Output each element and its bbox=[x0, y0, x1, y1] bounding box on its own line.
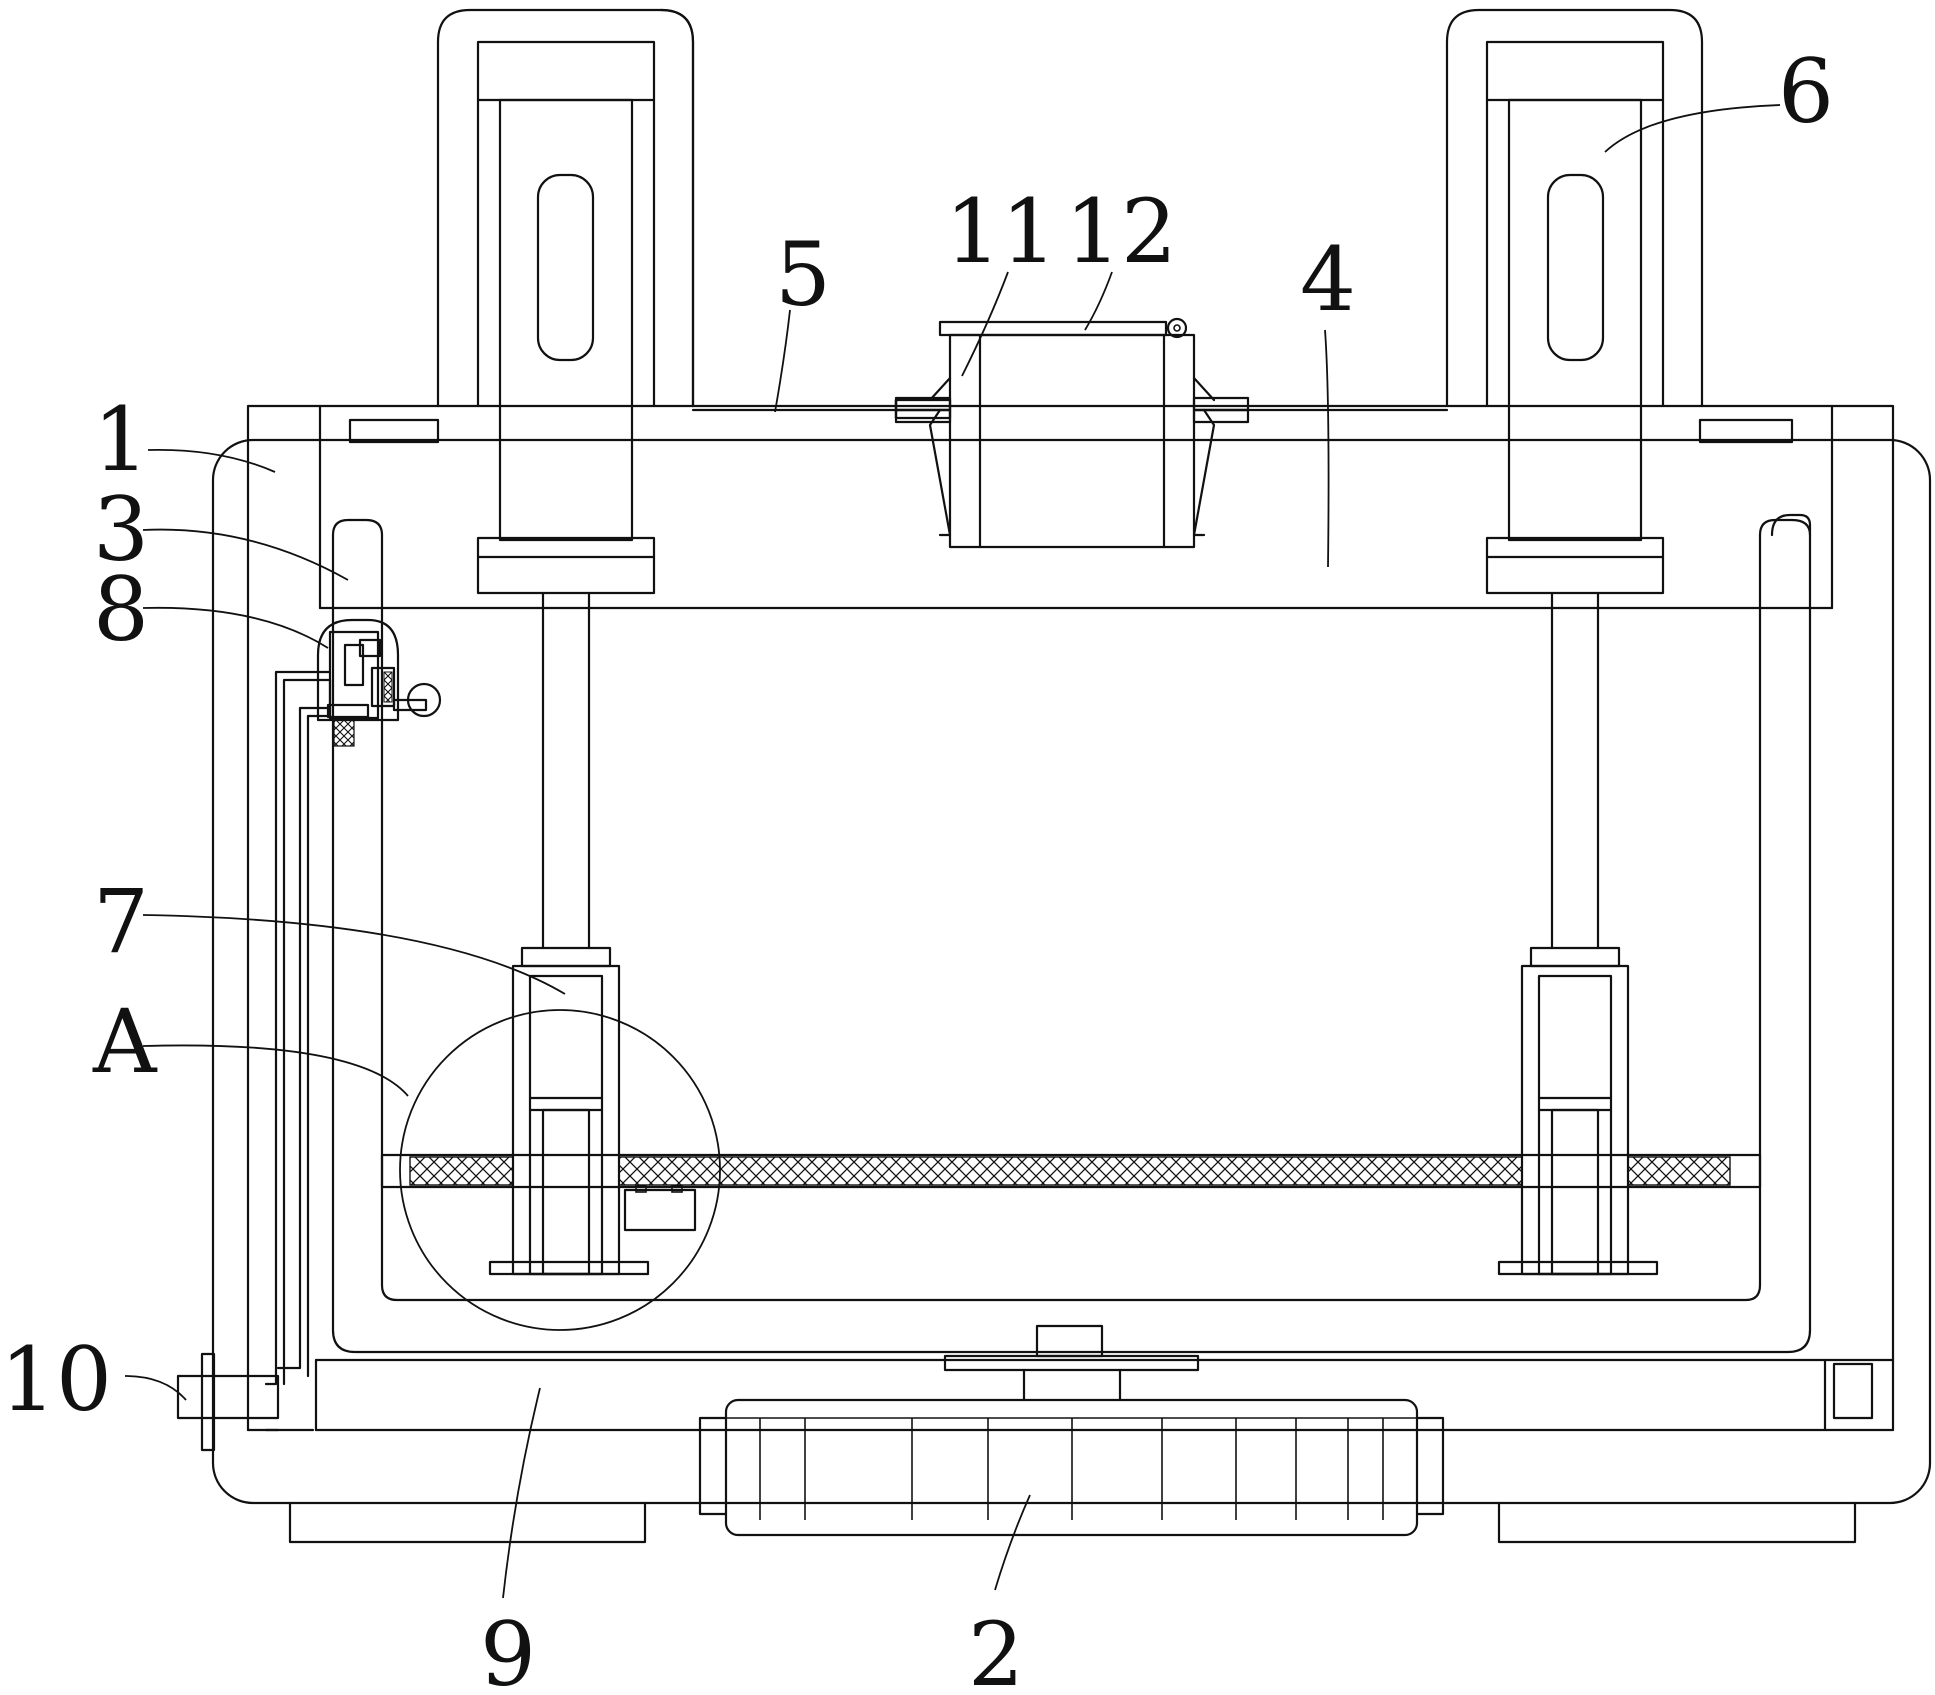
right-cylinder-housing bbox=[1445, 8, 1704, 595]
center-clamp-block bbox=[894, 317, 1250, 549]
left-cylinder-housing bbox=[436, 8, 695, 595]
label-12: 12 bbox=[1065, 180, 1177, 283]
label-1: 1 bbox=[93, 388, 149, 491]
label-3: 3 bbox=[93, 478, 149, 581]
label-9: 9 bbox=[480, 1603, 536, 1695]
callout-labels: 1 3 8 7 A 10 9 2 5 4 6 11 12 bbox=[0, 40, 1834, 1695]
piston-rods bbox=[541, 591, 1600, 950]
hatched-plate bbox=[380, 1153, 1762, 1232]
label-10: 10 bbox=[0, 1328, 112, 1431]
label-4: 4 bbox=[1300, 228, 1356, 331]
label-11: 11 bbox=[945, 180, 1057, 283]
feet bbox=[288, 1501, 1857, 1544]
label-2: 2 bbox=[968, 1603, 1024, 1695]
label-a: A bbox=[92, 990, 158, 1093]
label-7: 7 bbox=[93, 870, 149, 973]
left-lifting-column bbox=[488, 946, 650, 1276]
right-lifting-column bbox=[1497, 946, 1659, 1276]
label-5: 5 bbox=[775, 223, 831, 326]
side-pipe bbox=[176, 670, 332, 1452]
label-8: 8 bbox=[93, 558, 149, 661]
detail-circle-a bbox=[399, 1009, 721, 1331]
bottom-roller bbox=[698, 1398, 1445, 1537]
leader-lines bbox=[124, 104, 1781, 1599]
label-6: 6 bbox=[1778, 40, 1834, 143]
inner-u-channel bbox=[331, 513, 1812, 1354]
base-plate bbox=[314, 1324, 1895, 1432]
upper-crossbar bbox=[318, 404, 1834, 610]
valve-assembly bbox=[316, 618, 442, 747]
